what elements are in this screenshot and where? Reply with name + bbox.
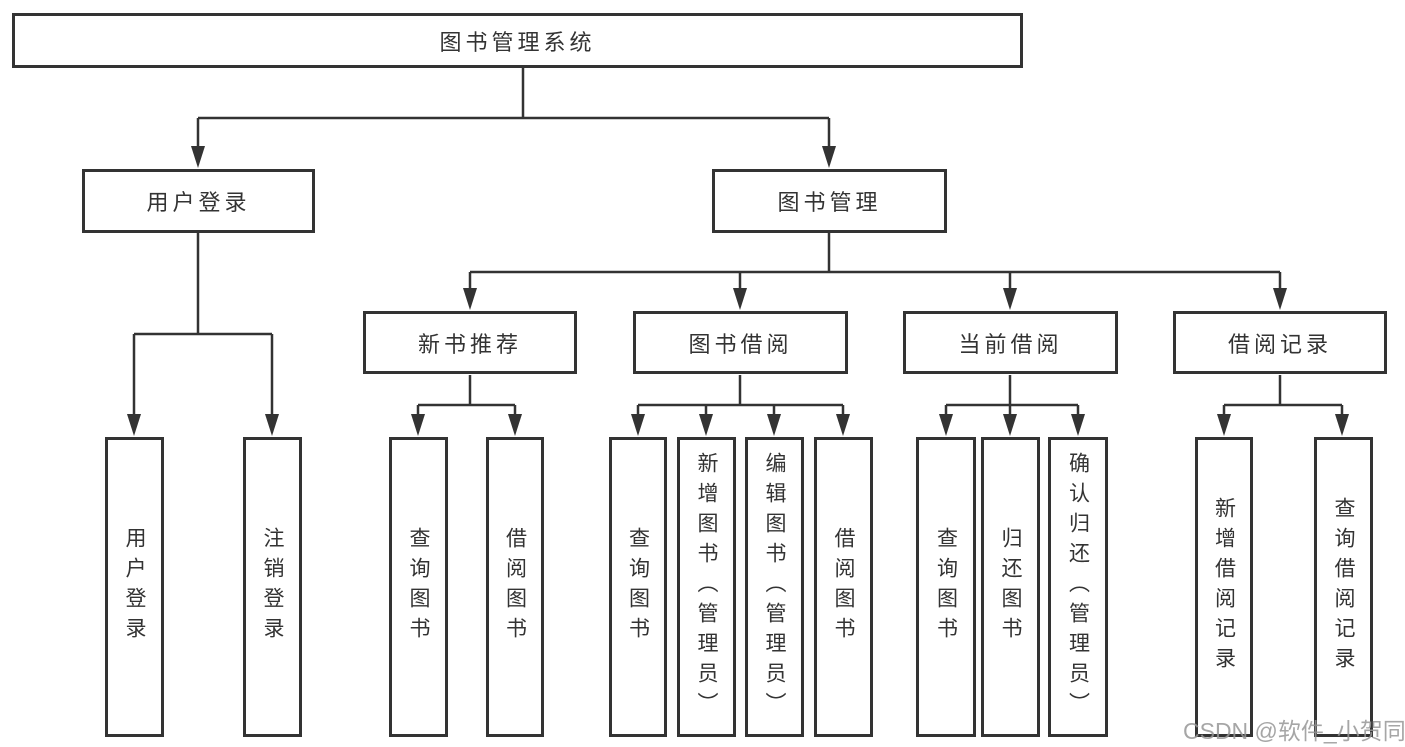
leaf-cb-return-books-label: 归还图书 xyxy=(999,527,1022,647)
node-current-borrow: 当前借阅 xyxy=(903,311,1118,374)
leaf-br-add-borrow-record: 新增借阅记录 xyxy=(1195,437,1253,737)
leaf-br-add-borrow-record-label: 新增借阅记录 xyxy=(1212,497,1236,677)
connector-current-borrow-split xyxy=(946,375,1078,407)
leaf-bb-add-books-admin-label: 新增图书（管理员） xyxy=(695,452,718,722)
connector-new-books-split xyxy=(418,375,515,407)
connector-root-split xyxy=(198,68,829,120)
connector-arrowheads xyxy=(127,146,1349,436)
node-user-login-label: 用户登录 xyxy=(146,190,251,215)
node-book-borrow: 图书借阅 xyxy=(633,311,848,374)
leaf-user-login-label: 用户登录 xyxy=(123,527,146,647)
node-root: 图书管理系统 xyxy=(12,13,1023,68)
node-new-books: 新书推荐 xyxy=(363,311,577,374)
leaf-bb-add-books-admin: 新增图书（管理员） xyxy=(677,437,736,737)
node-user-login: 用户登录 xyxy=(82,169,315,233)
connector-borrow-records-split xyxy=(1224,375,1342,407)
leaf-bb-borrow-books: 借阅图书 xyxy=(814,437,873,737)
leaf-cb-return-books: 归还图书 xyxy=(981,437,1040,737)
leaf-logout-label: 注销登录 xyxy=(261,527,284,647)
node-book-borrow-label: 图书借阅 xyxy=(688,331,793,357)
leaf-br-query-borrow-record: 查询借阅记录 xyxy=(1314,437,1373,737)
leaf-nb-borrow-books-label: 借阅图书 xyxy=(503,527,527,647)
leaf-bb-edit-books-admin: 编辑图书（管理员） xyxy=(745,437,804,737)
leaf-cb-query-books-label: 查询图书 xyxy=(934,527,958,647)
leaf-user-login: 用户登录 xyxy=(105,437,164,737)
leaf-bb-query-books: 查询图书 xyxy=(609,437,667,737)
leaf-bb-edit-books-admin-label: 编辑图书（管理员） xyxy=(763,452,786,722)
leaf-bb-borrow-books-label: 借阅图书 xyxy=(832,527,855,647)
leaf-bb-query-books-label: 查询图书 xyxy=(626,527,650,647)
node-book-management-label: 图书管理 xyxy=(777,190,882,215)
leaf-nb-borrow-books: 借阅图书 xyxy=(486,437,544,737)
leaf-cb-confirm-return-admin-label: 确认归还（管理员） xyxy=(1066,452,1090,722)
node-current-borrow-label: 当前借阅 xyxy=(958,331,1063,357)
node-book-management: 图书管理 xyxy=(712,169,947,233)
node-new-books-label: 新书推荐 xyxy=(417,331,522,357)
node-root-label: 图书管理系统 xyxy=(439,29,596,55)
connector-book-management-split xyxy=(470,233,1280,274)
csdn-watermark: CSDN @软件_小贺同学 xyxy=(1183,718,1405,744)
leaf-nb-query-books-label: 查询图书 xyxy=(407,527,430,647)
connector-book-borrow-split xyxy=(638,375,843,407)
connector-user-login-split xyxy=(134,233,272,336)
leaf-cb-confirm-return-admin: 确认归还（管理员） xyxy=(1048,437,1108,737)
leaf-cb-query-books: 查询图书 xyxy=(916,437,976,737)
leaf-br-query-borrow-record-label: 查询借阅记录 xyxy=(1332,497,1355,677)
leaf-logout: 注销登录 xyxy=(243,437,302,737)
leaf-nb-query-books: 查询图书 xyxy=(389,437,448,737)
node-borrow-records: 借阅记录 xyxy=(1173,311,1387,374)
node-borrow-records-label: 借阅记录 xyxy=(1227,331,1332,357)
connector-skeletons xyxy=(134,68,1342,407)
